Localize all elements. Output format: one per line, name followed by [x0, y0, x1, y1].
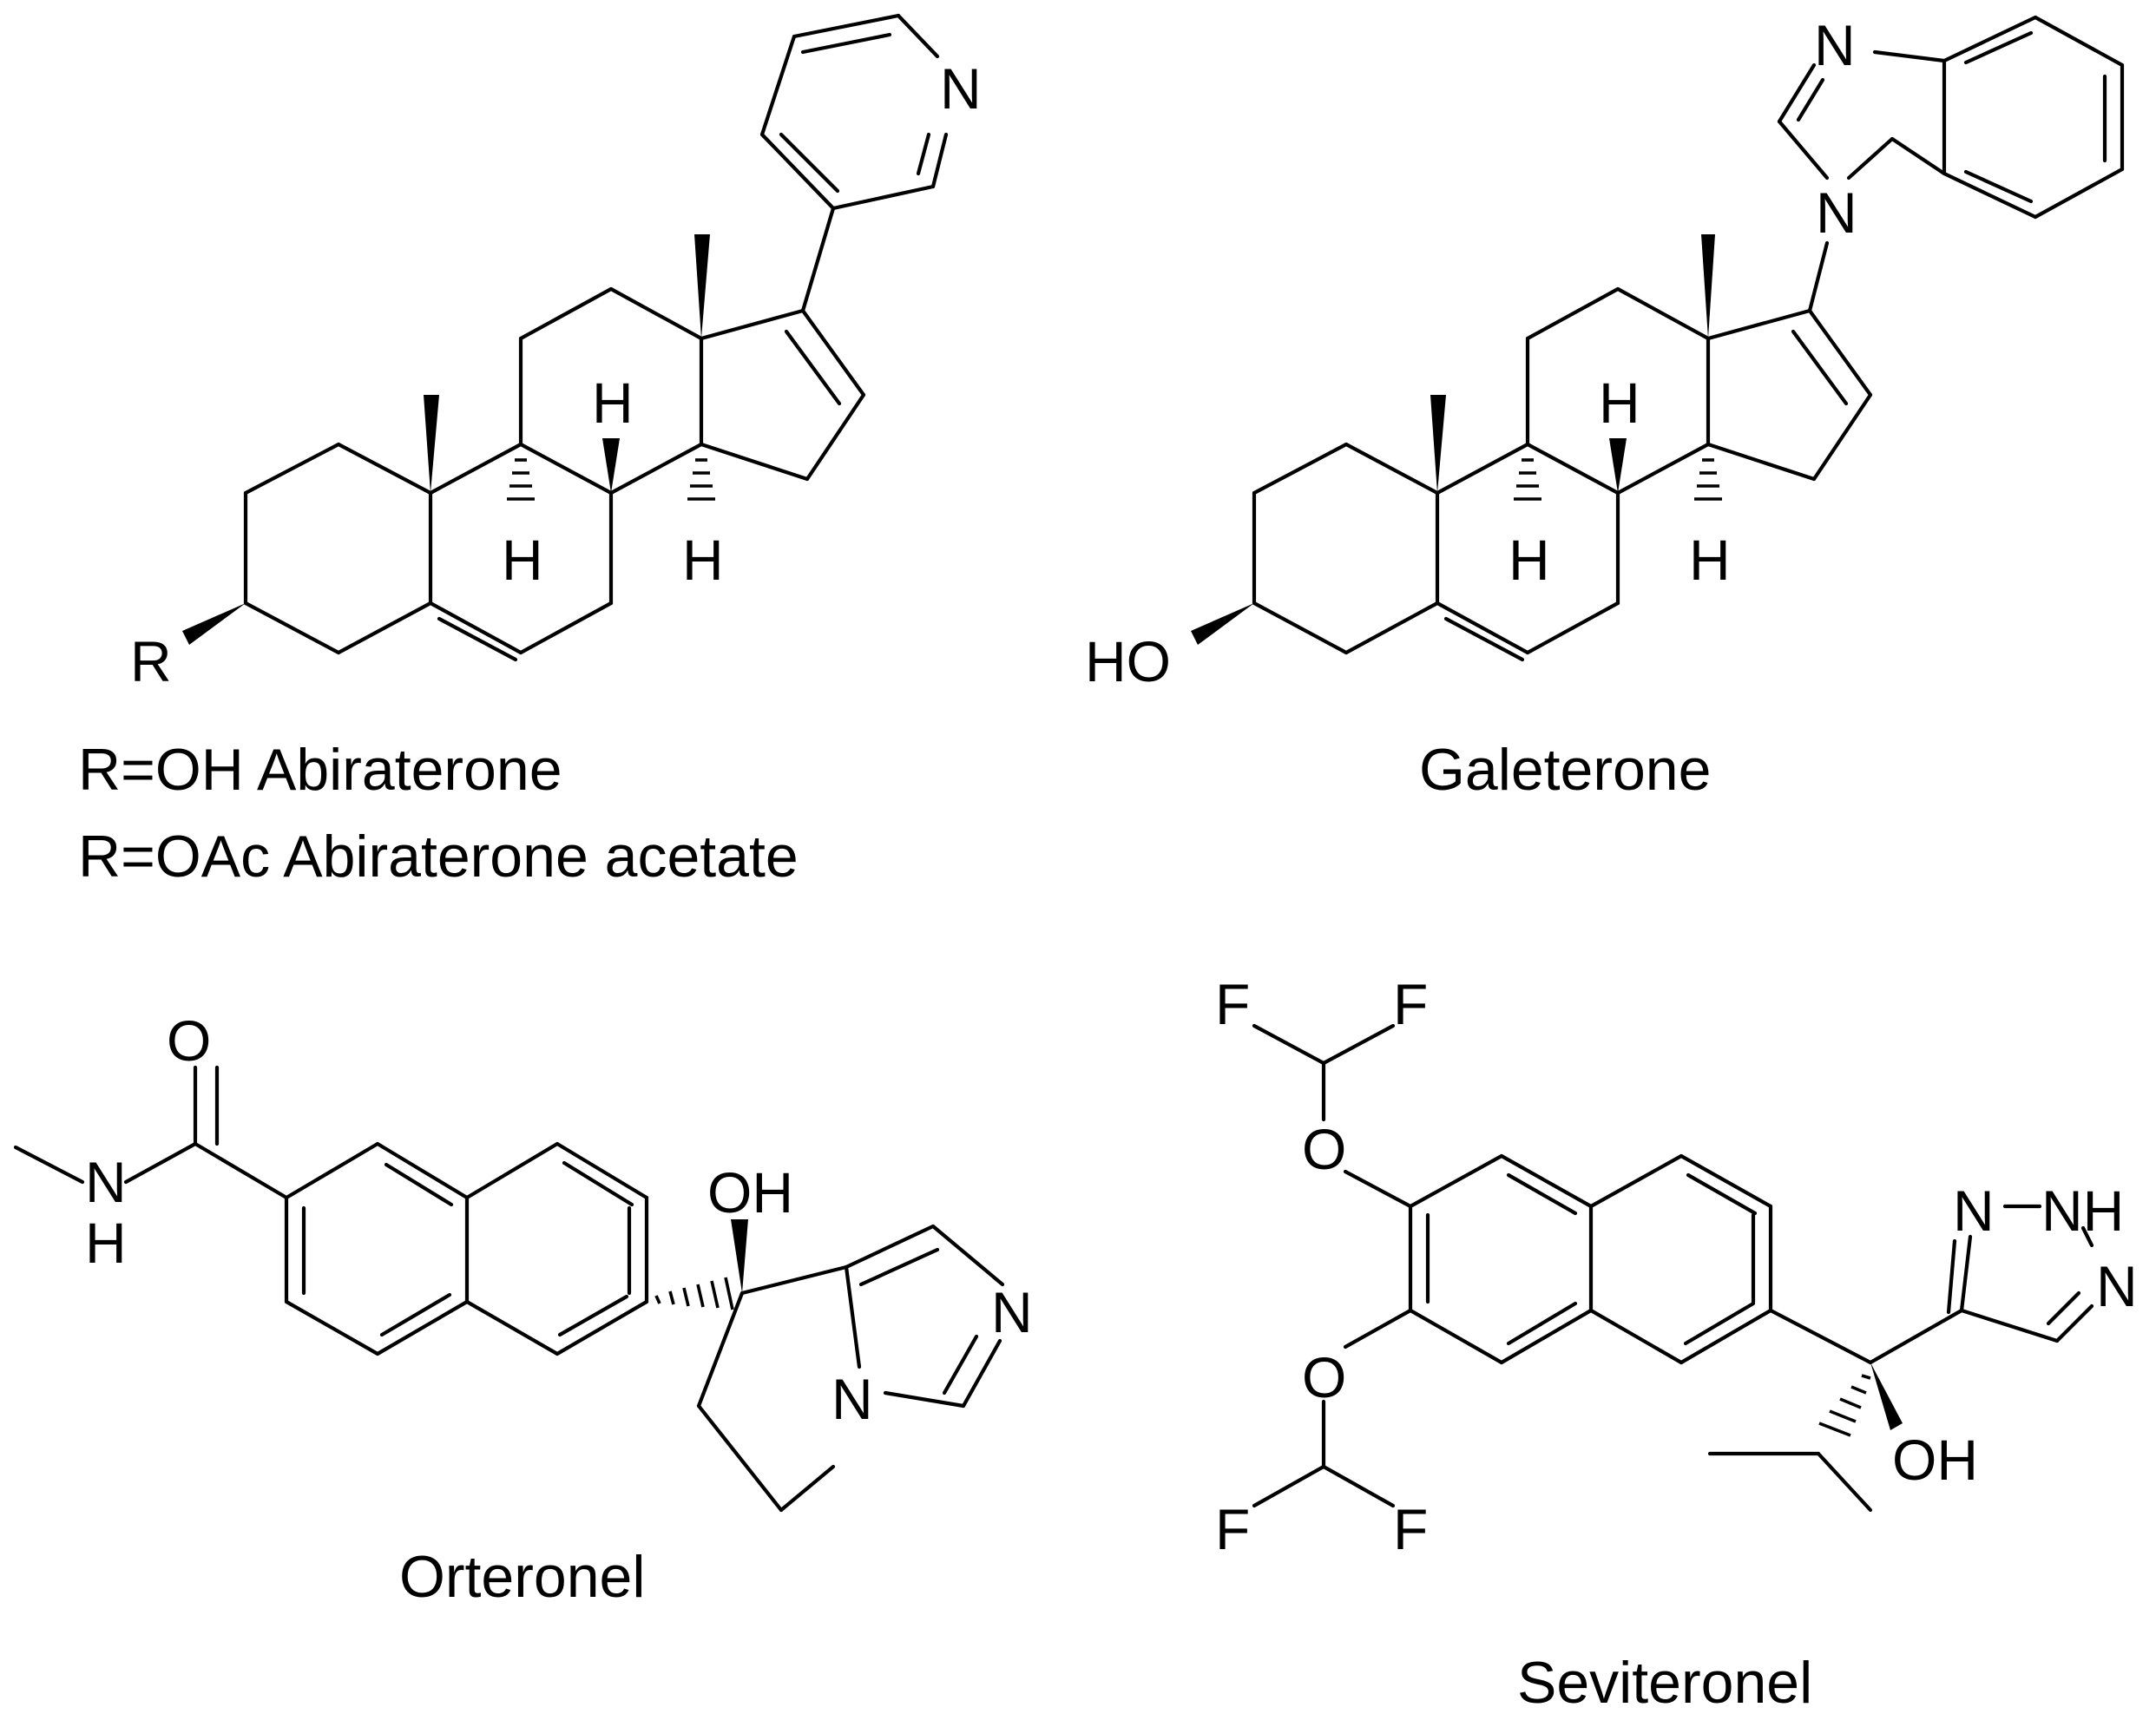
abiraterone-pyridine-n-label: N	[940, 56, 982, 121]
abiraterone-h-c14-label: H	[682, 528, 724, 592]
seviteronel-oh-label: OH	[1892, 1428, 1978, 1492]
caption-abiraterone-acetate: R=OAc Abiraterone acetate	[78, 824, 799, 890]
seviteronel-structure: F F O O F F N NH N OH	[1215, 972, 2138, 1561]
galeterone-imid-n-top-label: N	[1814, 13, 1856, 77]
galeterone-h-c9-label: H	[1509, 528, 1550, 592]
orteronel-nh-h-label: H	[85, 1211, 127, 1275]
orteronel-imid-n-right-label: N	[991, 1280, 1033, 1344]
galeterone-structure: HO N N H H H	[1085, 13, 2125, 693]
seviteronel-f2-label: F	[1393, 972, 1428, 1036]
galeterone-h-c14-label: H	[1689, 528, 1731, 592]
orteronel-structure: O N H OH N N	[13, 1008, 1033, 1513]
seviteronel-f3-label: F	[1215, 1497, 1250, 1561]
seviteronel-f4-label: F	[1393, 1497, 1428, 1561]
galeterone-imid-n-link-label: N	[1816, 181, 1857, 245]
orteronel-o-label: O	[167, 1008, 211, 1073]
orteronel-oh-label: OH	[707, 1160, 793, 1225]
seviteronel-triazole-n-right-label: N	[2096, 1254, 2138, 1318]
seviteronel-f1-label: F	[1215, 972, 1250, 1036]
abiraterone-h-c9-label: H	[502, 528, 543, 592]
caption-orteronel: Orteronel	[399, 1544, 645, 1610]
seviteronel-o-bottom-label: O	[1302, 1345, 1346, 1409]
orteronel-nh-n-label: N	[85, 1150, 127, 1214]
galeterone-ho-label: HO	[1085, 629, 1171, 693]
caption-abiraterone: R=OH Abiraterone	[78, 737, 562, 803]
seviteronel-triazole-nh-label: NH	[2041, 1179, 2124, 1243]
seviteronel-o-top-label: O	[1302, 1117, 1346, 1181]
abiraterone-r-label: R	[130, 629, 172, 693]
seviteronel-triazole-n-top-label: N	[1953, 1179, 1995, 1243]
abiraterone-h-c8-label: H	[592, 371, 634, 435]
abiraterone-structure: R N H H H	[130, 13, 982, 693]
caption-galeterone: Galeterone	[1419, 737, 1711, 803]
orteronel-imid-n-ring-label: N	[832, 1367, 873, 1431]
caption-seviteronel: Seviteronel	[1517, 1650, 1812, 1714]
galeterone-h-c8-label: H	[1599, 371, 1640, 435]
